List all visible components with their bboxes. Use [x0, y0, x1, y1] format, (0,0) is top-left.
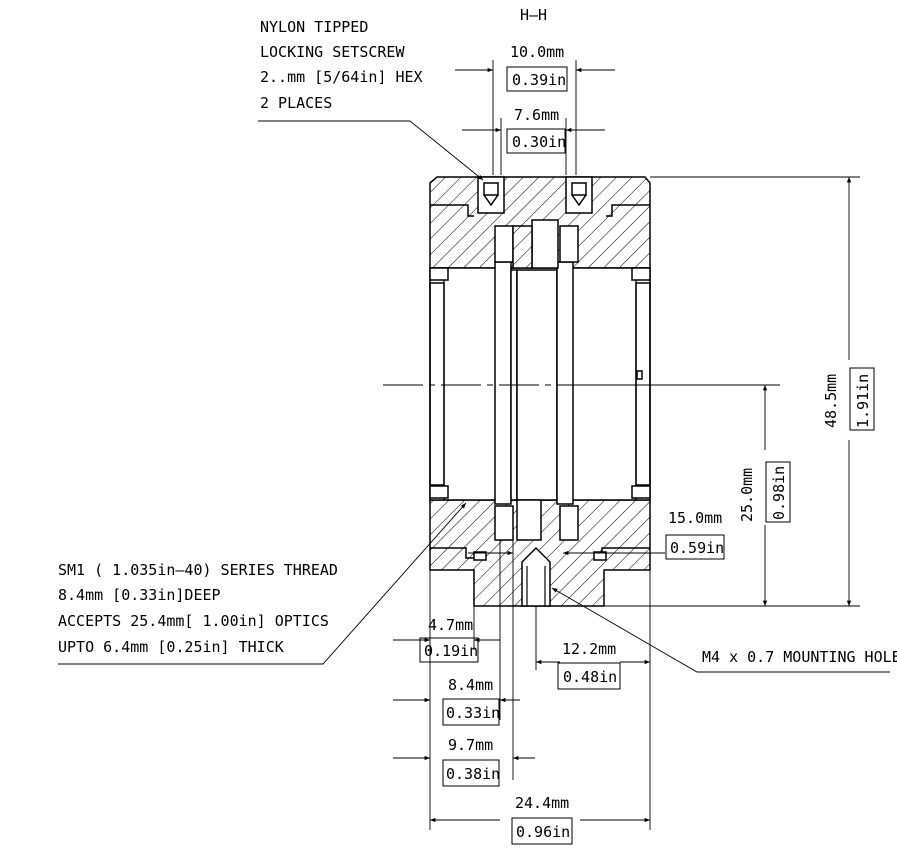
svg-text:M4 x 0.7 MOUNTING HOLE: M4 x 0.7 MOUNTING HOLE	[702, 648, 897, 666]
svg-text:2 PLACES: 2 PLACES	[260, 94, 332, 112]
dim-12-2mm: 12.2mm 0.48in	[535, 570, 651, 830]
svg-text:12.2mm: 12.2mm	[562, 640, 616, 658]
note-thread: SM1 ( 1.035in–40) SERIES THREAD 8.4mm [0…	[58, 502, 467, 665]
svg-text:0.98in: 0.98in	[770, 466, 788, 520]
svg-text:0.96in: 0.96in	[516, 823, 570, 841]
svg-text:0.19in: 0.19in	[424, 642, 478, 660]
svg-text:0.39in: 0.39in	[512, 71, 566, 89]
svg-text:2..mm [5/64in] HEX: 2..mm [5/64in] HEX	[260, 68, 423, 86]
dim-8-4mm: 8.4mm 0.33in	[393, 540, 520, 726]
svg-text:8.4mm [0.33in]DEEP: 8.4mm [0.33in]DEEP	[58, 586, 221, 604]
svg-text:48.5mm: 48.5mm	[822, 374, 840, 428]
mounting-hole	[521, 546, 551, 607]
dim-15mm: 15.0mm 0.59in	[468, 509, 725, 560]
svg-text:7.6mm: 7.6mm	[514, 106, 559, 124]
svg-text:ACCEPTS 25.4mm[ 1.00in] OPTICS: ACCEPTS 25.4mm[ 1.00in] OPTICS	[58, 612, 329, 630]
section-label: H—H	[520, 6, 547, 24]
svg-text:0.48in: 0.48in	[563, 668, 617, 686]
svg-text:SM1 ( 1.035in–40) SERIES THREA: SM1 ( 1.035in–40) SERIES THREAD	[58, 561, 338, 579]
svg-text:0.30in: 0.30in	[512, 133, 566, 151]
note-mounting: M4 x 0.7 MOUNTING HOLE	[551, 587, 897, 673]
tube-left-outer	[494, 261, 512, 505]
svg-text:LOCKING SETSCREW: LOCKING SETSCREW	[260, 43, 405, 61]
svg-text:0.59in: 0.59in	[670, 539, 724, 557]
setscrew-left	[477, 176, 505, 214]
dim-10mm: 10.0mm 0.39in	[455, 43, 615, 175]
svg-text:4.7mm: 4.7mm	[428, 616, 473, 634]
svg-text:15.0mm: 15.0mm	[668, 509, 722, 527]
svg-text:NYLON TIPPED: NYLON TIPPED	[260, 18, 368, 36]
tube-right-inner	[556, 261, 574, 505]
dim-9-7mm: 9.7mm 0.38in	[393, 540, 535, 787]
svg-text:UPTO 6.4mm [0.25in] THICK: UPTO 6.4mm [0.25in] THICK	[58, 638, 284, 656]
note-setscrew: NYLON TIPPED LOCKING SETSCREW 2..mm [5/6…	[258, 18, 484, 181]
part-body	[383, 176, 651, 607]
svg-text:10.0mm: 10.0mm	[510, 43, 564, 61]
svg-text:9.7mm: 9.7mm	[448, 736, 493, 754]
setscrew-right	[565, 176, 593, 214]
dim-24-4mm: 24.4mm 0.96in	[430, 794, 650, 845]
dim-48-5mm: 48.5mm 1.91in	[604, 176, 875, 607]
svg-text:8.4mm: 8.4mm	[448, 676, 493, 694]
svg-text:0.38in: 0.38in	[446, 765, 500, 783]
svg-text:1.91in: 1.91in	[854, 374, 872, 428]
dim-25mm: 25.0mm 0.98in	[560, 384, 791, 606]
dim-7-6mm: 7.6mm 0.30in	[462, 106, 605, 175]
svg-text:0.33in: 0.33in	[446, 704, 500, 722]
svg-text:25.0mm: 25.0mm	[738, 468, 756, 522]
svg-text:24.4mm: 24.4mm	[515, 794, 569, 812]
